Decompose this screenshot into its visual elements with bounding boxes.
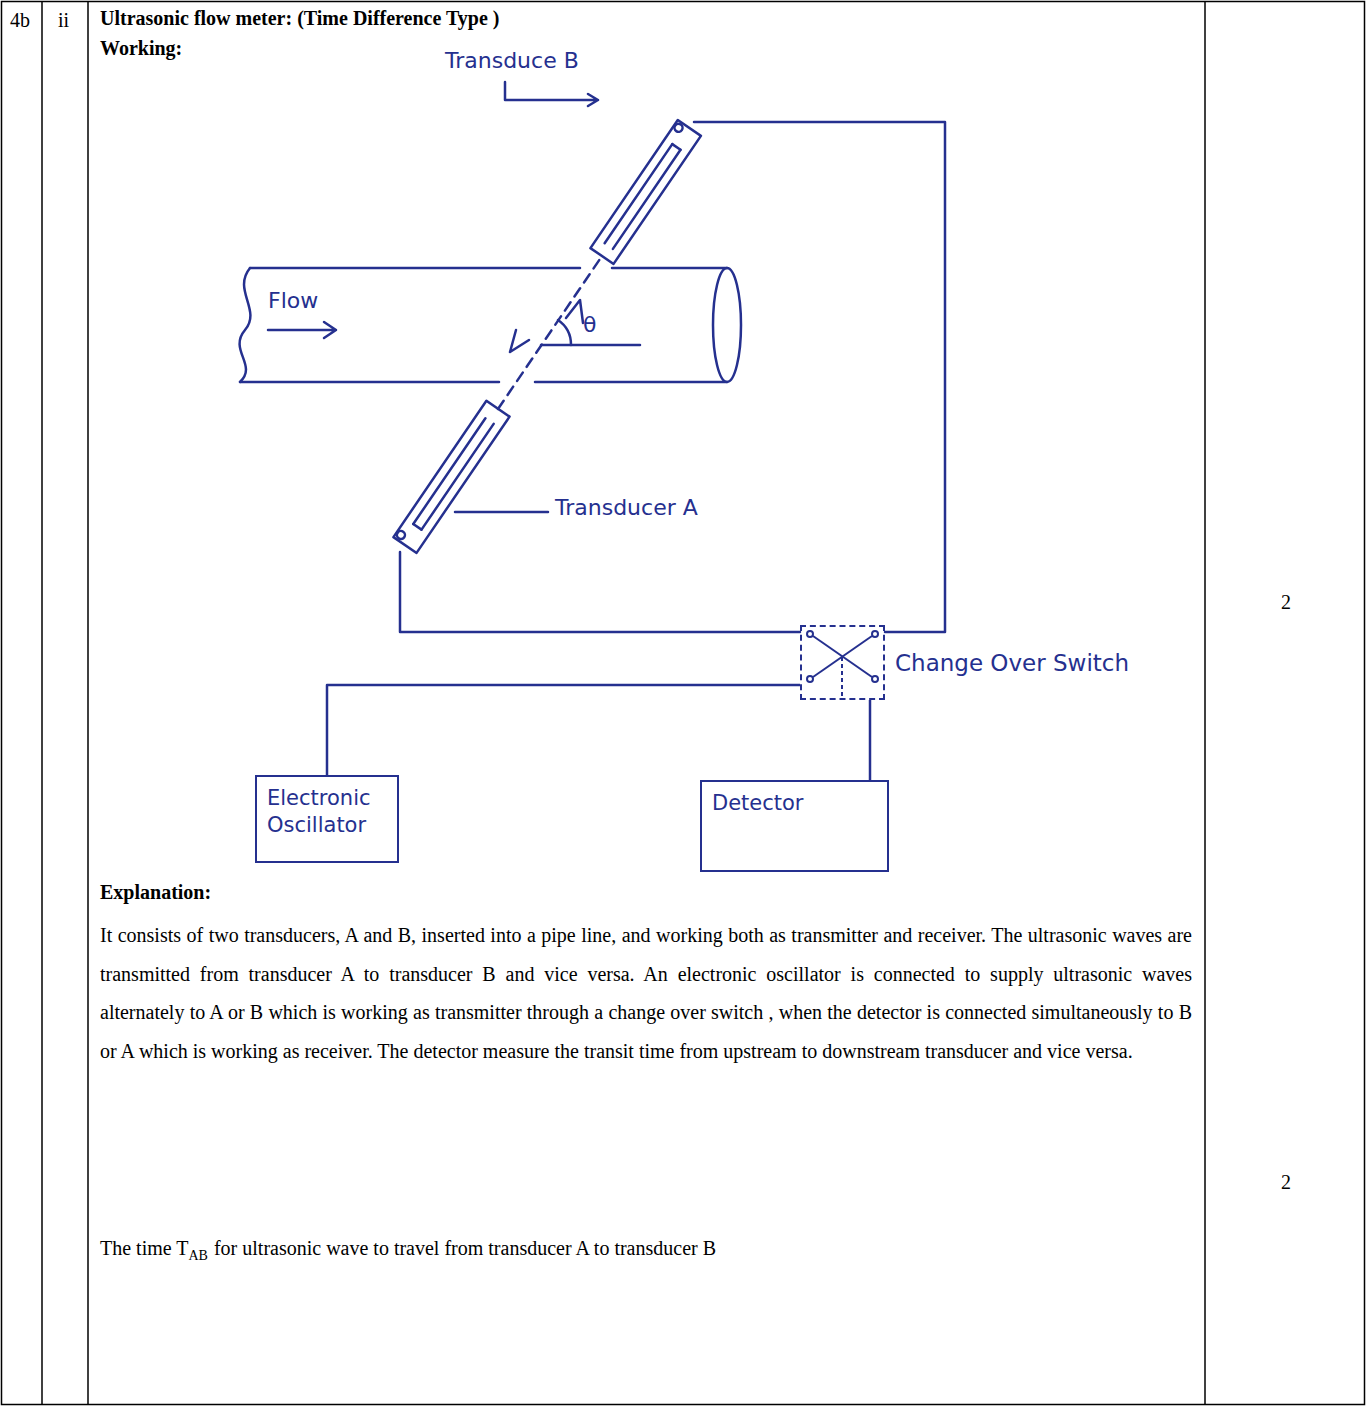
marks: 2 bbox=[1281, 590, 1291, 614]
transducer-element bbox=[605, 144, 673, 243]
leader-line bbox=[505, 82, 598, 106]
switch-contacts bbox=[802, 627, 883, 698]
transducer-symbol bbox=[393, 401, 509, 553]
arrow-head bbox=[566, 300, 583, 323]
transducer-symbol bbox=[590, 120, 700, 264]
pipe-wall bbox=[240, 381, 727, 384]
flow-label: Flow bbox=[268, 288, 318, 314]
subscript: AB bbox=[189, 1248, 208, 1263]
angle-reference bbox=[541, 344, 640, 347]
leader-line bbox=[455, 511, 548, 514]
transducer-body bbox=[590, 120, 700, 264]
arrow-head bbox=[510, 330, 529, 352]
contact bbox=[807, 631, 813, 637]
changeover-switch: Change Over Switch bbox=[800, 625, 885, 700]
part-label: Transduce B bbox=[445, 48, 579, 74]
transducer-element bbox=[672, 144, 680, 150]
transducer-element bbox=[413, 524, 421, 530]
question-number: 4b bbox=[10, 8, 30, 32]
section-heading: Working: bbox=[100, 36, 182, 60]
text-line: The time TAB for ultrasonic wave to trave… bbox=[100, 1236, 716, 1265]
angle-arc bbox=[558, 320, 571, 345]
transducer-element bbox=[413, 418, 485, 524]
column-rule bbox=[87, 2, 89, 1405]
flow-meter-sketch bbox=[240, 82, 945, 632]
column-rule bbox=[41, 2, 43, 1405]
transducer-element bbox=[422, 424, 494, 530]
body-text: The time T bbox=[100, 1237, 189, 1259]
transducer-body bbox=[393, 401, 509, 553]
contact bbox=[872, 631, 878, 637]
pipe-wall bbox=[250, 267, 727, 270]
column-rule bbox=[1204, 2, 1206, 1405]
wire bbox=[694, 122, 945, 632]
transducer-element bbox=[613, 150, 681, 249]
angle-label: θ bbox=[583, 312, 596, 338]
marks: 2 bbox=[1281, 1170, 1291, 1194]
part-label: Transducer A bbox=[555, 495, 698, 521]
switch-symbol bbox=[807, 631, 878, 698]
pipe-end bbox=[713, 268, 741, 382]
wire bbox=[327, 685, 800, 775]
node-text: Detector bbox=[712, 790, 877, 817]
sub-question-number: ii bbox=[58, 8, 69, 32]
contact bbox=[872, 676, 878, 682]
switch-blade bbox=[813, 636, 872, 677]
contact bbox=[807, 676, 813, 682]
detector-box: Detector bbox=[700, 780, 889, 872]
wire bbox=[869, 700, 872, 780]
oscillator-box: Electronic Oscillator bbox=[255, 775, 399, 863]
explanation-text: It consists of two transducers, A and B,… bbox=[100, 916, 1192, 1070]
switch-blade bbox=[813, 636, 872, 677]
section-heading: Explanation: bbox=[100, 880, 211, 904]
terminal bbox=[395, 529, 406, 540]
pipe-break bbox=[240, 268, 251, 382]
wire bbox=[400, 552, 800, 632]
node-text: Change Over Switch bbox=[895, 649, 1129, 679]
node-text: Electronic Oscillator bbox=[267, 785, 387, 840]
terminal bbox=[673, 122, 684, 133]
flow-arrow bbox=[268, 322, 336, 338]
switch-link bbox=[841, 657, 843, 698]
body-text: for ultrasonic wave to travel from trans… bbox=[214, 1237, 716, 1259]
sound-path bbox=[498, 256, 602, 409]
answer-title: Ultrasonic flow meter: (Time Difference … bbox=[100, 6, 500, 30]
